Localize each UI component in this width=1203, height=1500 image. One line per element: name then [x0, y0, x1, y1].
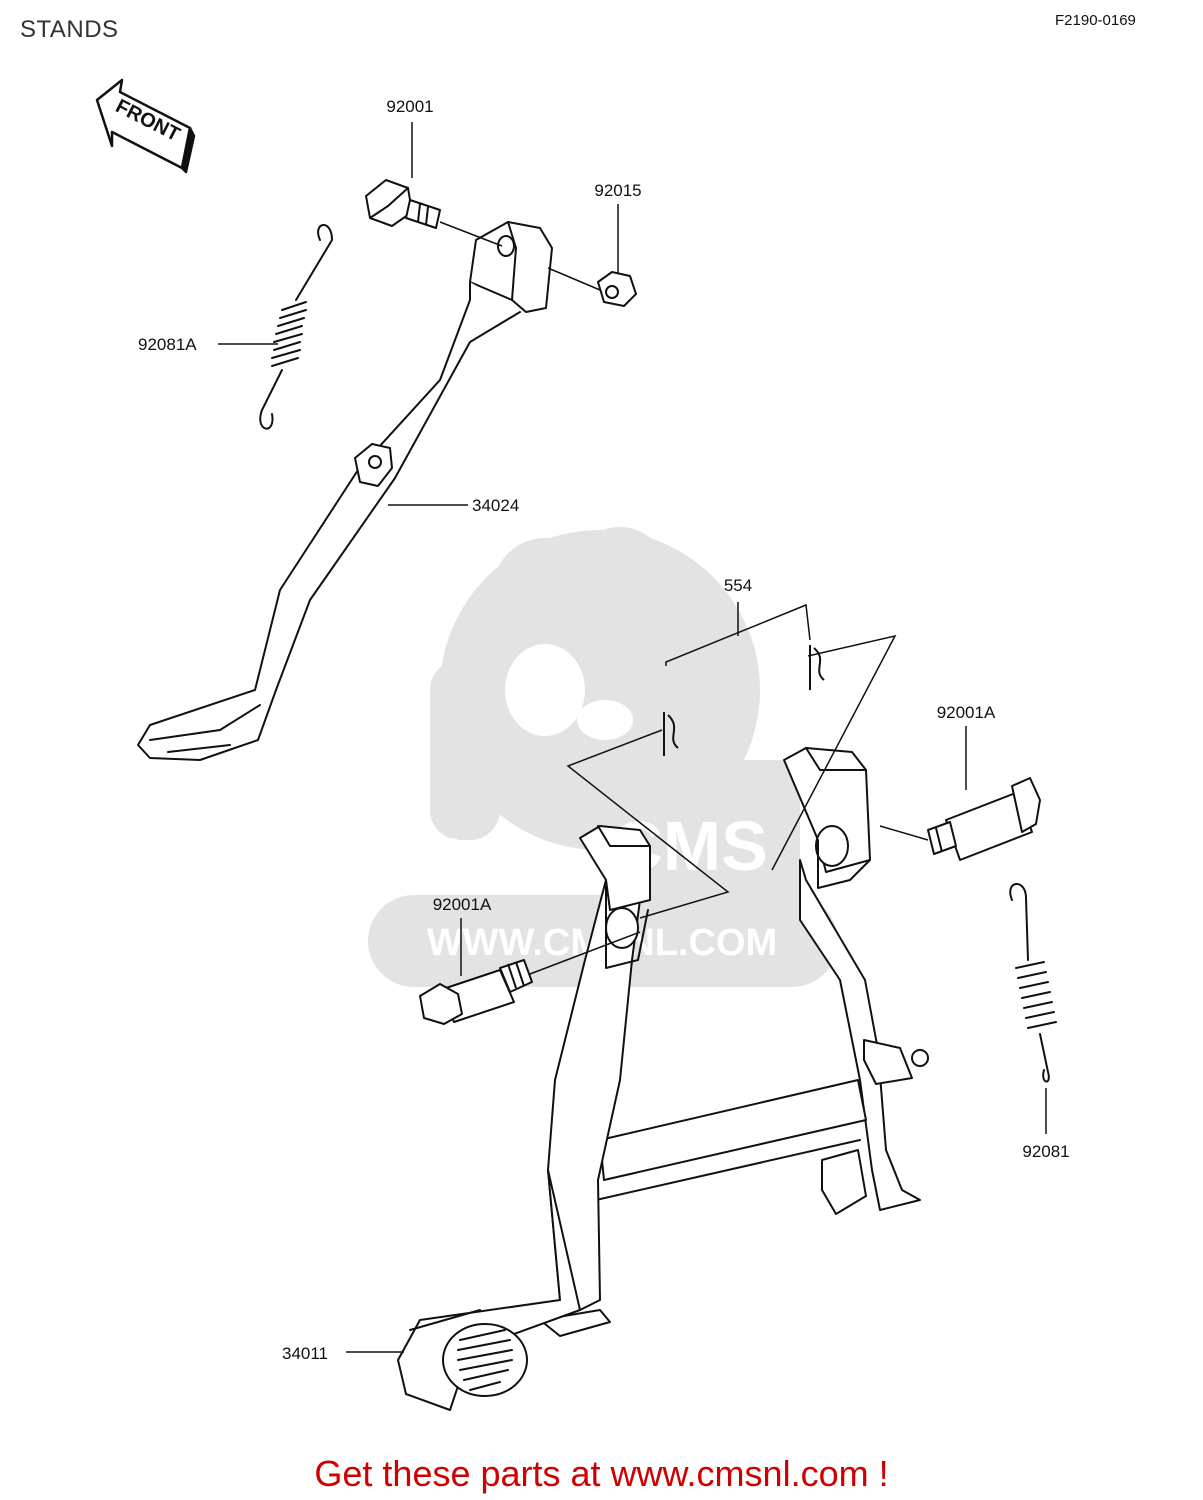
pivot-bolt-92001A-right [927, 777, 1041, 861]
part-label-92015: 92015 [594, 181, 641, 200]
part-label-34011: 34011 [282, 1344, 328, 1363]
part-label-554: 554 [724, 576, 752, 595]
part-label-92081: 92081 [1022, 1142, 1069, 1161]
part-label-92081A: 92081A [138, 335, 197, 354]
part-label-92001: 92001 [386, 97, 433, 116]
part-label-92001A-left: 92001A [433, 895, 492, 914]
page-title: STANDS [20, 16, 119, 43]
leader-lines [218, 122, 1047, 1353]
footer-parts-link[interactable]: Get these parts at www.cmsnl.com ! [314, 1453, 889, 1494]
bolt-92001 [365, 179, 441, 229]
spring-92081 [1009, 883, 1057, 1083]
part-label-92001A-right: 92001A [937, 703, 996, 722]
front-direction-arrow [95, 78, 196, 174]
pivot-bolt-92001A-left [419, 959, 533, 1025]
center-stand-34011 [397, 747, 929, 1411]
part-label-34024: 34024 [472, 496, 519, 515]
cotter-pins-554 [663, 645, 825, 756]
nut-92015 [597, 271, 637, 307]
watermark-logo [368, 527, 838, 987]
side-stand-34024 [137, 221, 553, 761]
spring-92081A [259, 224, 334, 430]
figure-code: F2190-0169 [1055, 12, 1136, 29]
watermark-face [428, 644, 633, 882]
